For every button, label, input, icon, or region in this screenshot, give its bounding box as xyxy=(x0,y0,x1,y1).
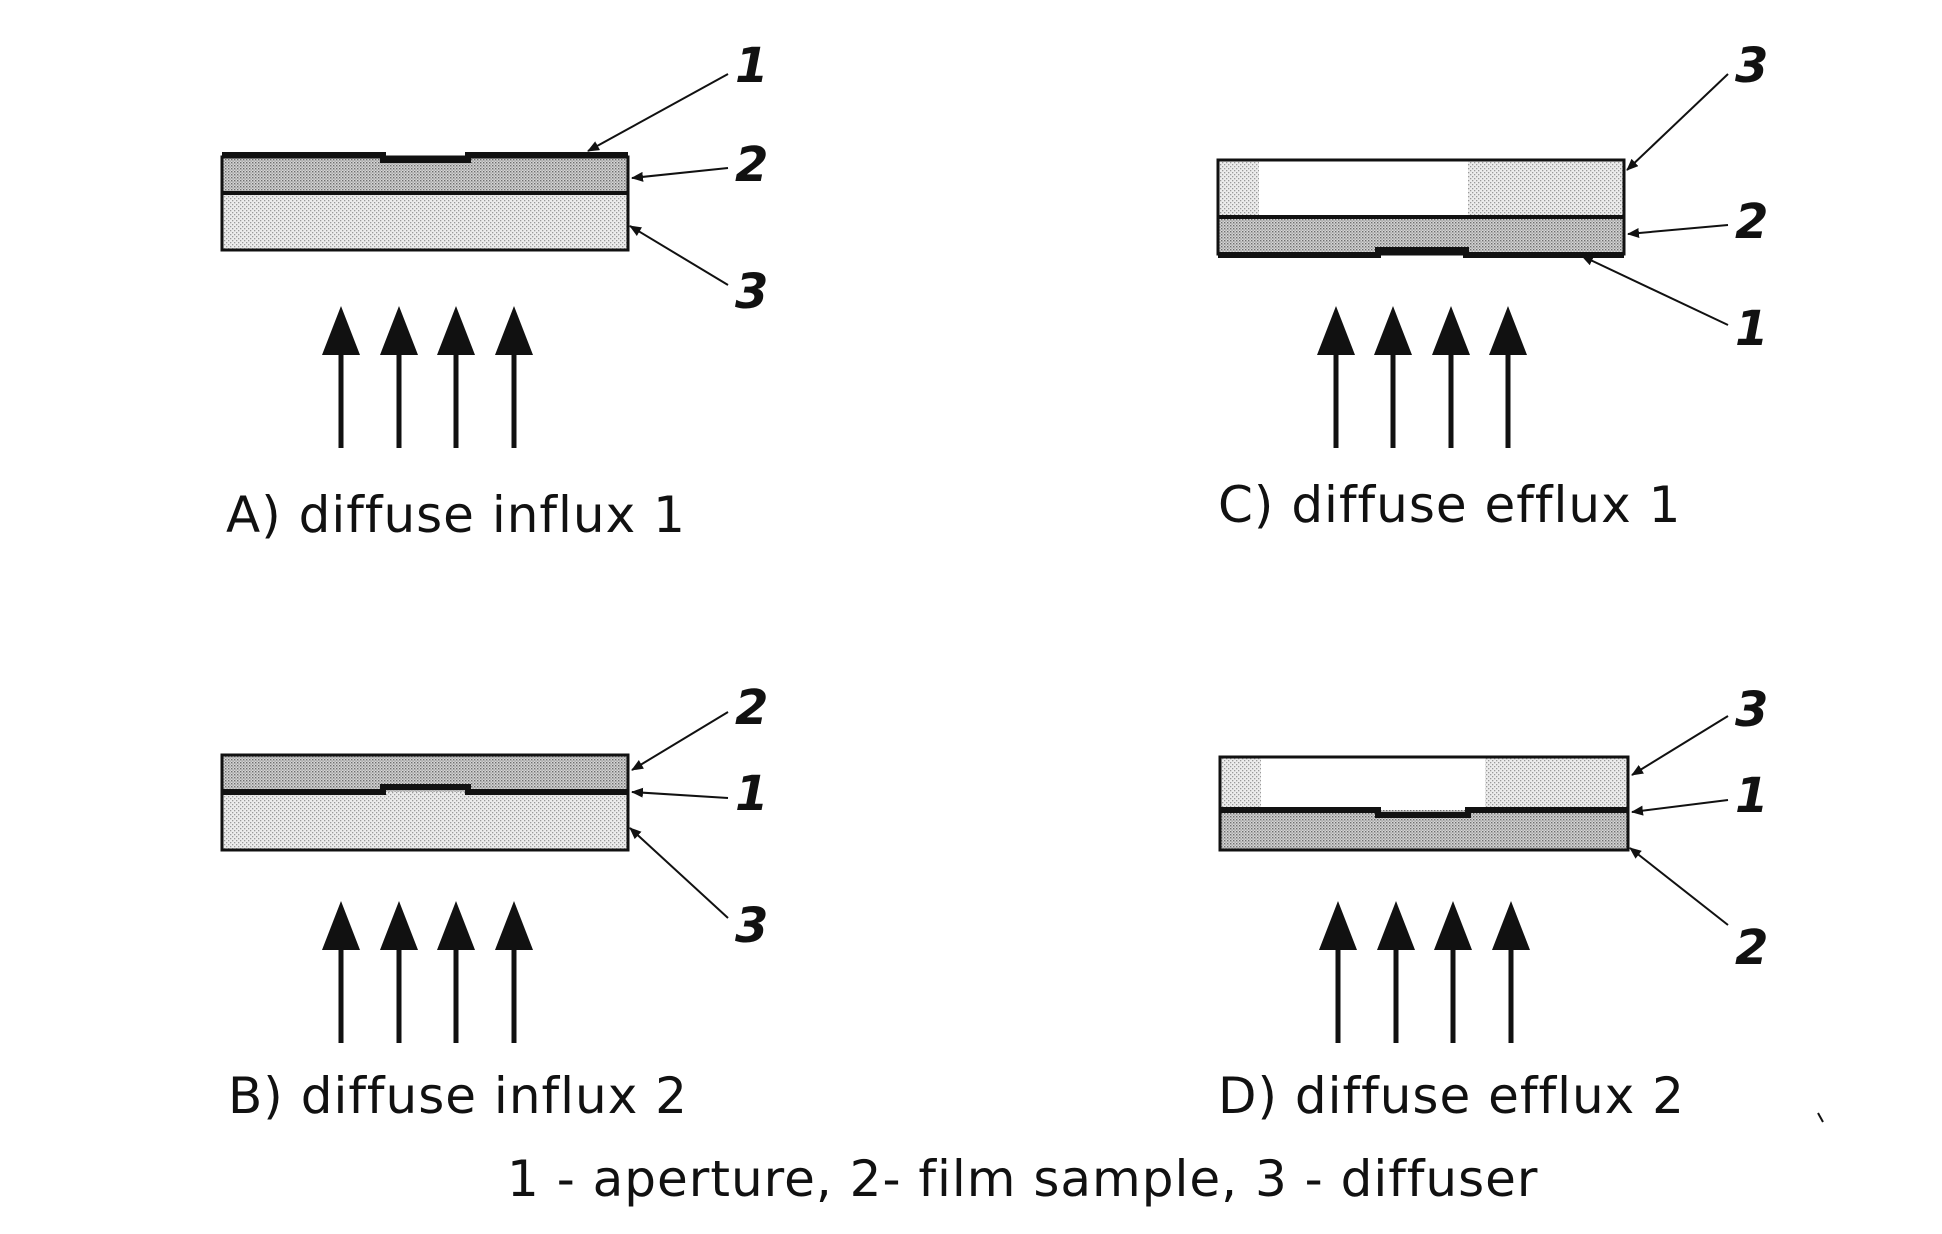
sample-outline xyxy=(1218,755,1630,852)
panel-b: 2 1 3 xyxy=(220,680,768,1043)
stray-mark xyxy=(1817,1112,1824,1123)
callout-line xyxy=(631,167,729,182)
callout-line xyxy=(1631,799,1729,816)
callout-label: 2 xyxy=(735,137,768,193)
callout-label: 1 xyxy=(1735,301,1768,357)
caption-panel-d: D) diffuse efflux 2 xyxy=(1218,1067,1685,1125)
caption-panel-a: A) diffuse influx 1 xyxy=(226,486,686,544)
caption-panel-c: C) diffuse efflux 1 xyxy=(1218,476,1682,534)
aperture-mask xyxy=(222,152,628,163)
aperture-mask xyxy=(1220,807,1628,818)
sample-outline xyxy=(220,753,630,852)
callout-label: 1 xyxy=(1735,768,1768,824)
callout-label: 1 xyxy=(735,38,768,94)
callout-label: 3 xyxy=(1735,682,1768,738)
legend: 1 - aperture, 2- film sample, 3 - diffus… xyxy=(507,1150,1539,1208)
callout-line xyxy=(587,73,729,152)
callout-line xyxy=(629,827,729,919)
callout-line xyxy=(631,787,729,799)
callout-label: 2 xyxy=(1735,920,1768,976)
panel-d: 3 1 2 xyxy=(1218,682,1768,1043)
diffuser-window xyxy=(1259,160,1468,217)
callout-line xyxy=(1629,847,1729,926)
callout-label: 3 xyxy=(1735,38,1768,94)
incident-light-arrows xyxy=(322,306,533,448)
callout-line xyxy=(1627,224,1729,238)
incident-light-arrows xyxy=(1317,306,1527,448)
callout-label: 3 xyxy=(735,898,768,954)
incident-light-arrows xyxy=(322,901,533,1043)
aperture-mask xyxy=(1218,247,1624,258)
callout-line xyxy=(629,225,729,286)
diffuser-window xyxy=(1261,757,1485,810)
incident-light-arrows xyxy=(1319,901,1530,1043)
sample-outline xyxy=(1216,158,1626,256)
callout-label: 3 xyxy=(735,264,768,320)
panel-a: 1 2 3 xyxy=(220,38,768,448)
aperture-mask xyxy=(222,784,628,795)
callout-line xyxy=(1626,73,1729,171)
panel-c: 3 2 1 xyxy=(1216,38,1768,448)
callout-line xyxy=(1631,715,1729,776)
diffuser-layer xyxy=(222,193,628,250)
callout-line xyxy=(1581,255,1729,326)
diffuser-layer xyxy=(222,792,628,850)
callout-line xyxy=(631,711,729,771)
callout-label: 1 xyxy=(735,766,768,822)
callout-label: 2 xyxy=(735,680,768,736)
callout-label: 2 xyxy=(1735,194,1768,250)
caption-panel-b: B) diffuse influx 2 xyxy=(228,1067,688,1125)
